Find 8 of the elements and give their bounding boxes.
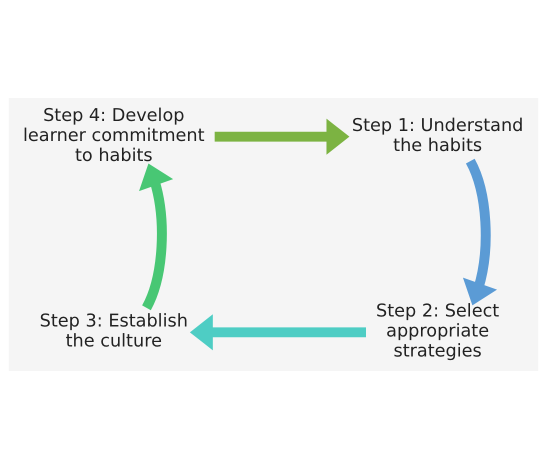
node-text: Step 3: Establish the culture xyxy=(40,311,188,351)
arrow xyxy=(190,314,366,350)
arrow xyxy=(139,162,174,310)
arrow xyxy=(462,158,498,305)
node-text: Step 1: Understand the habits xyxy=(352,115,524,156)
node-text: Step 2: Select appropriate strategies xyxy=(376,301,500,361)
arrow xyxy=(214,118,350,154)
node-text: Step 4: Develop learner commitment to habits xyxy=(23,105,205,166)
